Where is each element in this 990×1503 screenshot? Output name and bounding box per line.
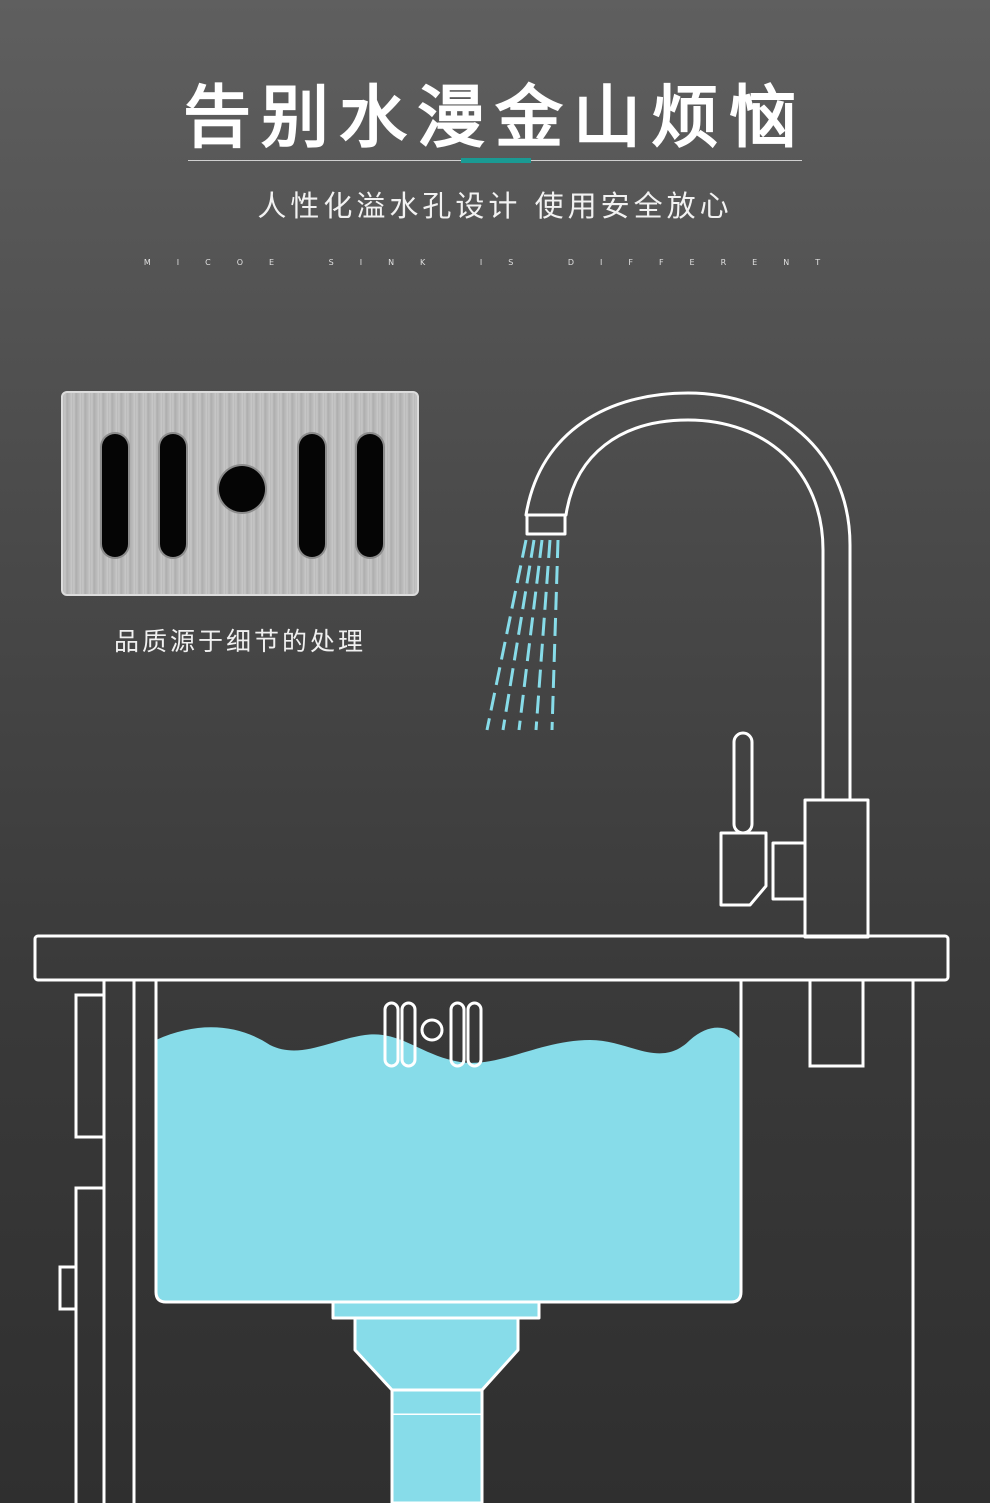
overflow-hole bbox=[219, 466, 265, 512]
overflow-slot bbox=[160, 434, 186, 557]
page-subtitle: 人性化溢水孔设计 使用安全放心 bbox=[257, 189, 733, 223]
basin-overflow-outlet bbox=[383, 1001, 483, 1068]
basin-water bbox=[156, 1027, 741, 1302]
page-title: 告别水漫金山烦恼 bbox=[182, 79, 807, 158]
overflow-plate-photo bbox=[61, 391, 419, 596]
brand-tagline: MICOE SINK IS DIFFERENT bbox=[143, 258, 847, 267]
overflow-slot bbox=[102, 434, 128, 557]
water-spray bbox=[485, 539, 560, 731]
detail-caption: 品质源于细节的处理 bbox=[113, 627, 366, 656]
cabinet bbox=[58, 978, 915, 1503]
countertop bbox=[33, 934, 950, 982]
drain-pipe bbox=[331, 1300, 541, 1503]
divider-accent bbox=[461, 158, 531, 163]
faucet bbox=[524, 391, 870, 939]
overflow-slot bbox=[357, 434, 383, 557]
overflow-slot bbox=[299, 434, 325, 557]
